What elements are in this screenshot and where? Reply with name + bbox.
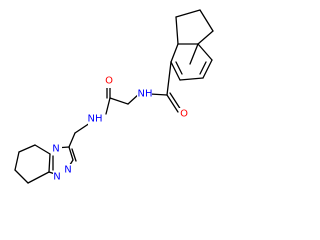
bond	[199, 9, 214, 32]
triazole-n-bridge: N	[52, 144, 59, 155]
nitrogen-atom: NH	[88, 113, 103, 125]
bond	[74, 122, 91, 134]
oxygen-label-top: O	[105, 76, 113, 87]
bond	[189, 43, 199, 65]
bond	[169, 92, 182, 111]
bond	[68, 132, 76, 148]
bond	[197, 43, 213, 61]
nitrogen-atom: N	[53, 171, 63, 183]
bond	[166, 94, 179, 113]
bond	[68, 146, 74, 161]
bond-layer	[14, 9, 214, 184]
bond	[175, 61, 183, 75]
bond	[175, 16, 179, 45]
bond	[48, 153, 51, 173]
oxygen-label-right: O	[180, 109, 188, 120]
bond	[179, 77, 204, 81]
bond	[105, 97, 111, 115]
bond	[109, 97, 129, 105]
nitrogen-atom: N	[63, 164, 73, 176]
bond	[149, 93, 168, 96]
bond	[27, 171, 50, 184]
oxygen-atom: O	[104, 76, 114, 88]
bond	[18, 144, 36, 153]
triazole-n-bottom: N	[53, 172, 60, 183]
bond	[166, 61, 172, 96]
bond	[34, 144, 51, 155]
amide-nh-upper: NH	[138, 89, 153, 100]
triazole-n-right: N	[64, 165, 71, 176]
bond	[71, 148, 77, 162]
nitrogen-atom: NH	[137, 88, 153, 100]
bond	[170, 61, 181, 81]
bond	[197, 30, 214, 45]
bond	[14, 169, 29, 184]
nitrogen-atom: N	[52, 143, 62, 155]
molecule-canvas: O O NH NH N N	[14, 9, 214, 184]
atom-labels: O O NH NH N N	[52, 76, 189, 183]
bond	[202, 59, 213, 79]
bond	[199, 61, 207, 75]
bond	[14, 151, 20, 171]
structure-diagram: O O NH NH N N	[14, 9, 214, 184]
oxygen-atom: O	[179, 108, 189, 120]
bond	[175, 9, 201, 18]
amide-nh-lower: NH	[88, 114, 103, 125]
bond	[170, 43, 179, 63]
